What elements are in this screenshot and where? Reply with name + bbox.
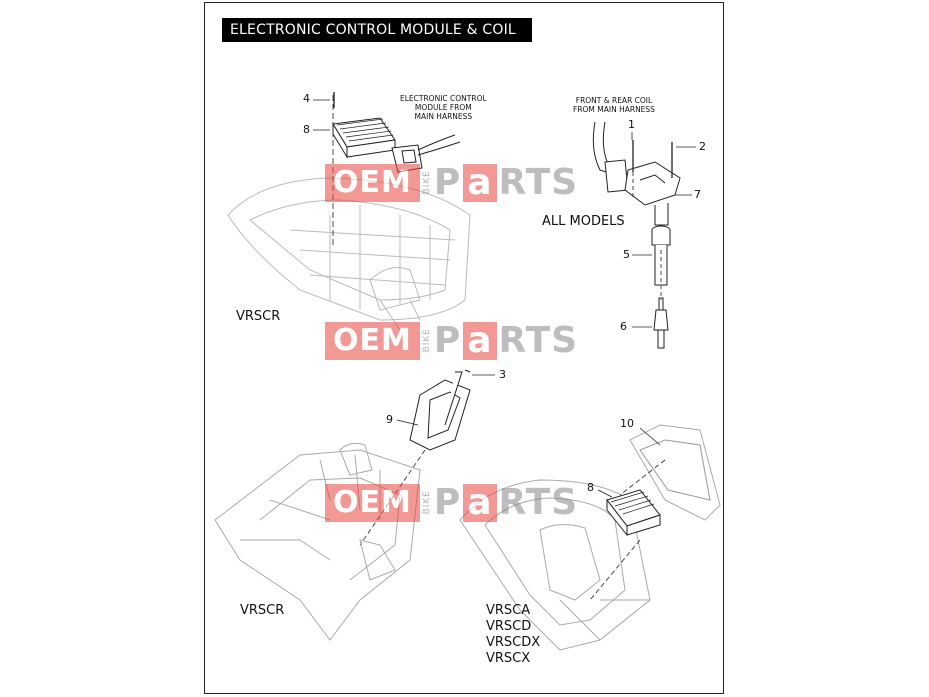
watermark-bike: BIKE (421, 170, 432, 195)
watermark-oem: OEM (325, 483, 420, 522)
watermark-1: OEM BIKE P a RTS (325, 162, 578, 203)
callout-4: 4 (303, 92, 310, 105)
callout-10: 10 (620, 417, 634, 430)
watermark-bike: BIKE (421, 328, 432, 353)
callout-1: 1 (628, 118, 635, 131)
vrsca-models-list: VRSCA VRSCD VRSCDX VRSCX (486, 603, 540, 667)
watermark-parts: P a RTS (434, 482, 578, 523)
watermark-p: P (433, 320, 462, 361)
watermark-p: P (433, 482, 462, 523)
model-vrscx: VRSCX (486, 651, 531, 666)
model-vrscd: VRSCD (486, 619, 532, 634)
watermark-a: a (463, 321, 497, 360)
coil-assembly (592, 121, 681, 349)
coil-note-text: FRONT & REAR COIL FROM MAIN HARNESS (573, 96, 655, 114)
model-vrscdx: VRSCDX (486, 635, 541, 650)
ecm-note-text: ELECTRONIC CONTROL MODULE FROM MAIN HARN… (400, 94, 487, 121)
coil-harness-note: FRONT & REAR COIL FROM MAIN HARNESS (573, 96, 655, 114)
vrsca-frame (459, 424, 721, 651)
watermark-2: OEM BIKE P a RTS (325, 320, 578, 361)
ecm-harness-note: ELECTRONIC CONTROL MODULE FROM MAIN HARN… (400, 94, 487, 121)
bracket-assembly (409, 369, 471, 451)
callout-9: 9 (386, 413, 393, 426)
watermark-a: a (463, 483, 497, 522)
watermark-rts: RTS (498, 162, 579, 203)
page-title: ELECTRONIC CONTROL MODULE & COIL (222, 18, 532, 42)
vrscr-top-label: VRSCR (236, 309, 281, 324)
watermark-rts: RTS (498, 482, 579, 523)
callout-8-top: 8 (303, 123, 310, 136)
vrscr-bottom-label: VRSCR (240, 603, 285, 618)
callout-7: 7 (694, 188, 701, 201)
ecm-module-bottom (606, 489, 661, 537)
watermark-bike: BIKE (421, 490, 432, 515)
watermark-parts: P a RTS (434, 320, 578, 361)
watermark-rts: RTS (498, 320, 579, 361)
model-vrsca: VRSCA (486, 603, 531, 618)
watermark-3: OEM BIKE P a RTS (325, 482, 578, 523)
callout-5: 5 (623, 248, 630, 261)
callout-2: 2 (699, 140, 706, 153)
callout-3: 3 (499, 368, 506, 381)
callout-6: 6 (620, 320, 627, 333)
watermark-a: a (463, 163, 497, 202)
watermark-oem: OEM (325, 321, 420, 360)
all-models-label: ALL MODELS (542, 214, 625, 229)
callout-8-bottom: 8 (587, 481, 594, 494)
watermark-oem: OEM (325, 163, 420, 202)
watermark-p: P (433, 162, 462, 203)
watermark-parts: P a RTS (434, 162, 578, 203)
